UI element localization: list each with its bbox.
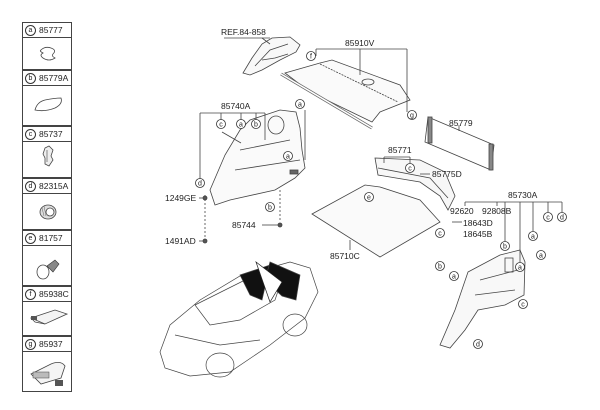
vehicle-illustration [159,261,319,378]
callout-letter: f [310,54,312,61]
callout-letter: d [560,215,564,222]
callout-letter: e [25,233,36,244]
right-trim-panel [439,249,526,349]
part-number: 81757 [39,233,63,243]
part-number: 85937 [39,339,63,349]
parcel-shelf-bracket [242,36,301,76]
left-trim-panel [209,109,306,206]
callout-letter: c [438,231,442,238]
part-label-85740a[interactable]: 85740A [221,101,251,111]
callout-letter: d [476,342,480,349]
callout-a[interactable]: a [536,250,546,260]
callout-letter: g [25,339,36,350]
callout-c[interactable]: c [435,228,445,238]
part-number: 85737 [39,129,63,139]
sill-plate [374,157,456,211]
callout-c[interactable]: c [216,119,226,129]
callout-letter: b [438,264,442,271]
callout-letter: a [286,154,290,161]
part-label-92620[interactable]: 92620 [450,206,474,216]
callout-letter: d [198,181,202,188]
part-label-85730a[interactable]: 85730A [508,190,538,200]
callout-d[interactable]: d [473,339,483,349]
part-label-1491ad[interactable]: 1491AD [165,236,196,246]
part-label-18643d[interactable]: 18643D [463,218,493,228]
part-number: 85938C [39,289,69,299]
callout-a[interactable]: a [295,99,305,109]
callout-letter: a [531,234,535,241]
callout-letter: d [25,181,36,192]
callout-a[interactable]: a [515,262,525,272]
part-label-18645b[interactable]: 18645B [463,229,493,239]
part-number: 85779A [39,73,69,83]
luggage-floor-board [311,184,441,258]
callout-b[interactable]: b [265,202,275,212]
callout-a[interactable]: a [283,151,293,161]
callout-letter: a [518,265,522,272]
callout-letter: a [25,25,36,36]
callout-letter: a [298,102,302,109]
callout-b[interactable]: b [251,119,261,129]
part-number: 82315A [39,181,69,191]
callout-a[interactable]: a [528,231,538,241]
callout-letter: a [452,274,456,281]
callout-d[interactable]: d [195,178,205,188]
part-label-85775d[interactable]: 85775D [432,169,462,179]
part-label-1249ge[interactable]: 1249GE [165,193,197,203]
callout-letter: c [408,166,412,173]
ref-label[interactable]: REF.84-858 [221,27,266,37]
part-number: 85777 [39,25,63,35]
callout-letter: c [219,122,223,129]
callout-e[interactable]: e [364,192,374,202]
callout-b[interactable]: b [500,241,510,251]
cargo-cover [280,59,411,130]
callout-letter: c [25,129,36,140]
callout-letter: g [410,113,414,120]
callout-c[interactable]: c [543,212,553,222]
callout-letter: f [25,289,36,300]
callout-letter: b [25,73,36,84]
callout-c[interactable]: c [518,299,528,309]
cargo-net [424,116,495,171]
part-label-85744[interactable]: 85744 [232,220,256,230]
part-label-92808b[interactable]: 92808B [482,206,512,216]
callout-f[interactable]: f [306,51,316,61]
part-label-85910v[interactable]: 85910V [345,38,375,48]
callout-b[interactable]: b [435,261,445,271]
callout-letter: b [254,122,258,129]
callout-letter: a [239,122,243,129]
callout-g[interactable]: g [407,110,417,120]
callout-letter: c [546,215,550,222]
callout-letter: a [539,253,543,260]
callout-a[interactable]: a [449,271,459,281]
callout-letter: c [521,302,525,309]
callout-c[interactable]: c [405,163,415,173]
part-label-85779[interactable]: 85779 [449,118,473,128]
callout-markers: f g a c a b a d b c e c b a a c d b a a c d [195,51,567,349]
callout-d[interactable]: d [557,212,567,222]
callout-letter: b [268,205,272,212]
callout-letter: e [367,195,371,202]
callout-a[interactable]: a [236,119,246,129]
part-label-85771[interactable]: 85771 [388,145,412,155]
callout-letter: b [503,244,507,251]
part-label-85710c[interactable]: 85710C [330,251,360,261]
